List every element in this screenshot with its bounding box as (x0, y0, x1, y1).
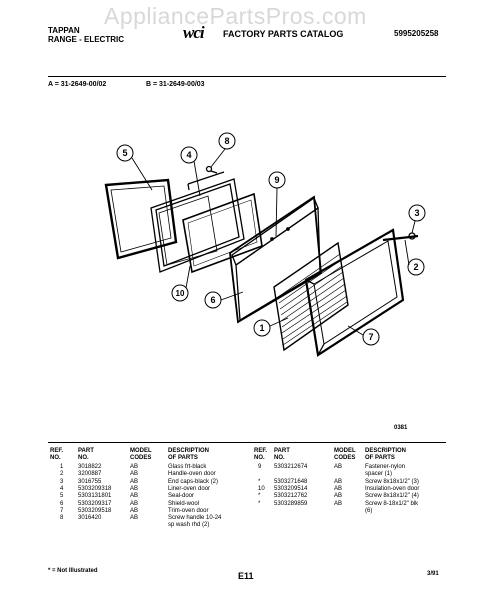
cell-model: AB (334, 485, 343, 492)
cell-ref: 10 (258, 485, 265, 492)
table-top-rule (48, 442, 446, 443)
callout-5: 5 (122, 148, 127, 158)
callout-7: 7 (368, 332, 373, 342)
cell-desc: Handle-oven door (168, 471, 216, 478)
cell-desc: Screw 8x18x1/2" (4) (365, 493, 419, 500)
callout-4: 4 (186, 150, 191, 160)
cell-ref: 6 (60, 500, 64, 507)
handle-oven-door-part (382, 232, 419, 242)
cell-ref: 4 (60, 485, 64, 492)
cell-ref: 8 (60, 515, 64, 522)
cell-part: 3016420 (78, 515, 102, 522)
callout-2: 2 (413, 262, 418, 272)
cell-ref: * (258, 500, 261, 507)
page-number: E11 (238, 571, 254, 581)
cell-desc: Glass frt-black (168, 464, 207, 470)
cell-model: AB (334, 464, 343, 470)
cell-ref: 7 (60, 507, 64, 514)
cell-ref: 3 (60, 478, 64, 485)
glass-front-part (273, 241, 349, 352)
insulation-part (182, 192, 263, 274)
cell-part: 3200887 (78, 471, 102, 478)
cell-part: 5303209518 (78, 507, 112, 514)
callout-1: 1 (259, 323, 264, 333)
cell-ref: 9 (258, 464, 262, 470)
cell-model: AB (130, 471, 139, 478)
seal-door-part (104, 178, 178, 260)
right-ref-header: REF.NO. (254, 448, 268, 461)
cell-ref: 1 (60, 464, 64, 470)
cell-part: 5303271648 (274, 478, 308, 485)
parts-catalog-page: TAPPAN RANGE - ELECTRIC wci FACTORY PART… (48, 10, 446, 592)
liner-oven-door-part (150, 171, 245, 273)
cell-part: 5303209317 (78, 500, 112, 507)
callout-3: 3 (414, 208, 419, 218)
cell-ref: * (258, 493, 261, 500)
cell-desc: Liner-oven door (168, 485, 211, 492)
callout-10: 10 (176, 289, 185, 298)
model-a: A = 31-2649-00/02 (48, 81, 107, 88)
watermark-text: AppliancePartsPros.com (104, 3, 367, 29)
cell-model: AB (130, 507, 139, 514)
figure-code: 0381 (394, 425, 408, 431)
cell-part: 5303212674 (274, 464, 308, 470)
callout-6: 6 (210, 295, 215, 305)
callout-9: 9 (274, 175, 279, 185)
cell-desc: Trim-oven door (168, 507, 209, 514)
cell-ref: 2 (60, 471, 64, 478)
cell-desc: Screw 8-18x1/2" blk (365, 500, 419, 507)
cell-desc: End caps-black (2) (168, 478, 219, 485)
cell-model: AB (334, 493, 343, 500)
product-line: RANGE - ELECTRIC (48, 35, 124, 44)
exploded-door-diagram: 5 4 8 9 3 2 10 6 1 7 (104, 132, 426, 357)
cell-part: 3018822 (78, 464, 102, 470)
catalog-title: FACTORY PARTS CATALOG (223, 29, 344, 39)
model-b: B = 31-2649-00/03 (146, 81, 205, 88)
cell-desc: (6) (365, 507, 373, 514)
cell-model: AB (334, 500, 343, 507)
trim-oven-door-part (304, 228, 405, 357)
cell-desc: Screw 8x18x1/2" (3) (365, 478, 419, 485)
catalog-number: 5995205258 (394, 29, 439, 38)
left-ref-header: REF.NO. (50, 448, 64, 461)
brand-name: TAPPAN (48, 26, 80, 35)
glass-hatch (277, 253, 348, 346)
cell-model: AB (130, 485, 139, 492)
cell-part: 5303209318 (78, 485, 112, 492)
cell-desc: spacer (1) (365, 471, 393, 478)
cell-desc: Shield-wool (168, 500, 200, 507)
cell-model: AB (334, 478, 343, 485)
header-rule (48, 76, 446, 77)
cell-model: AB (130, 464, 139, 470)
screw-part (205, 165, 218, 174)
cell-desc: Seal-door (168, 493, 195, 500)
cell-part: 5303209514 (274, 485, 308, 492)
cell-ref: * (258, 478, 261, 485)
cell-desc: Screw handle 10-24 (168, 515, 222, 522)
cell-desc: sp wash rhd (2) (168, 522, 210, 529)
cell-model: AB (130, 500, 139, 507)
cell-model: AB (130, 478, 139, 485)
cell-ref: 5 (60, 493, 64, 500)
cell-model: AB (130, 493, 139, 500)
cell-part: 5303212762 (274, 493, 308, 500)
cell-desc: Fastener-nylon (365, 464, 406, 470)
wci-logo: wci (183, 23, 205, 42)
cell-model: AB (130, 515, 139, 522)
cell-part: 5303289859 (274, 500, 308, 507)
cell-part: 5303131801 (78, 493, 112, 500)
cell-part: 3016755 (78, 478, 102, 485)
cell-desc: Insulation-oven door (365, 485, 420, 492)
not-illustrated-note: * = Not Illustrated (48, 568, 98, 574)
revision-date: 3/91 (427, 571, 439, 577)
callout-8: 8 (224, 136, 229, 146)
